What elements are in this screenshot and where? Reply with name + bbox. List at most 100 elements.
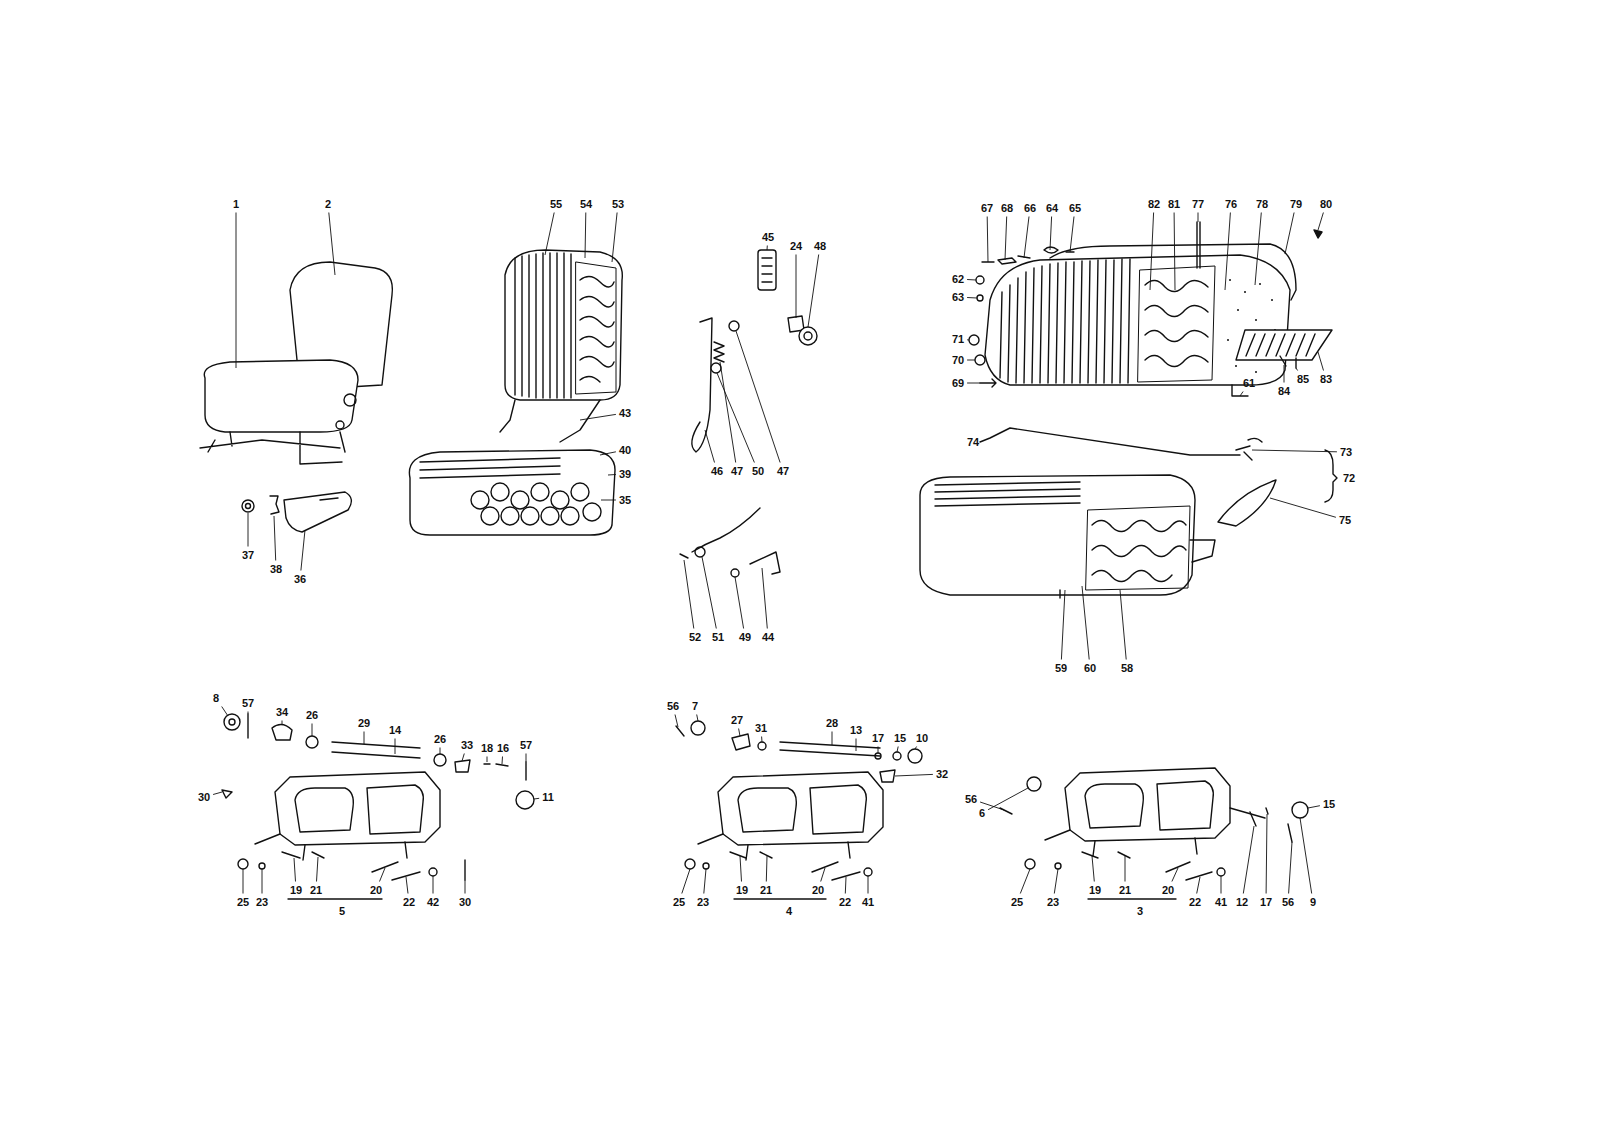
callout-number: 22 — [839, 897, 851, 908]
leader-line — [1318, 213, 1323, 231]
callout-number: 41 — [862, 897, 874, 908]
callout-number: 62 — [952, 274, 964, 285]
callout-number: 30 — [198, 792, 210, 803]
callout-number: 32 — [936, 769, 948, 780]
leader-line — [967, 279, 976, 281]
callout-number: 57 — [242, 698, 254, 709]
callout-number: 41 — [1215, 897, 1227, 908]
leader-line — [1024, 217, 1029, 259]
leader-line — [796, 255, 797, 319]
leader-line — [1296, 368, 1298, 371]
callout-number: 20 — [370, 885, 382, 896]
callout-number: 49 — [739, 632, 751, 643]
leader-line — [1266, 814, 1268, 894]
leader-line — [222, 707, 228, 717]
leader-line — [808, 255, 819, 328]
callout-number: 54 — [580, 199, 592, 210]
callout-number: 17 — [872, 733, 884, 744]
leader-line — [243, 869, 244, 894]
callout-number: 1 — [233, 199, 239, 210]
leader-line — [1092, 856, 1094, 882]
callout-number: 27 — [731, 715, 743, 726]
leader-line — [262, 869, 263, 894]
leader-line — [1150, 213, 1154, 291]
callout-number: 26 — [306, 710, 318, 721]
callout-number: 83 — [1320, 374, 1332, 385]
callout-number: 21 — [1119, 885, 1131, 896]
leader-line — [1197, 877, 1200, 894]
callout-number: 77 — [1192, 199, 1204, 210]
callout-number: 23 — [1047, 897, 1059, 908]
callout-number: 82 — [1148, 199, 1160, 210]
callout-number: 84 — [1278, 386, 1290, 397]
callout-number: 64 — [1046, 203, 1058, 214]
leader-line — [600, 452, 616, 455]
callout-number: 22 — [1189, 897, 1201, 908]
callout-number: 48 — [814, 241, 826, 252]
callout-number: 61 — [1243, 378, 1255, 389]
leader-line — [878, 747, 879, 754]
leader-line — [1061, 590, 1065, 660]
callout-number: 15 — [1323, 799, 1335, 810]
callout-number: 12 — [1236, 897, 1248, 908]
leader-line — [1125, 856, 1126, 882]
callout-number: 71 — [952, 334, 964, 345]
callout-number: 19 — [1089, 885, 1101, 896]
callout-number: 45 — [762, 232, 774, 243]
leader-line — [545, 213, 554, 256]
callout-number: 63 — [952, 292, 964, 303]
callout-number: 47 — [777, 466, 789, 477]
callout-number: 2 — [325, 199, 331, 210]
leader-line — [967, 383, 980, 384]
leader-line — [739, 729, 740, 737]
callout-number: 23 — [256, 897, 268, 908]
callout-number: 55 — [550, 199, 562, 210]
callout-number: 21 — [760, 885, 772, 896]
callout-number: 46 — [711, 466, 723, 477]
leader-line — [675, 715, 678, 728]
leader-line — [294, 858, 296, 882]
callout-number: 56 — [965, 794, 977, 805]
leader-line — [705, 430, 715, 463]
callout-number: 40 — [619, 445, 631, 456]
leader-line — [1243, 826, 1254, 894]
callout-number: 80 — [1320, 199, 1332, 210]
callout-number: 30 — [459, 897, 471, 908]
callout-number: 4 — [786, 906, 792, 917]
callout-number: 79 — [1290, 199, 1302, 210]
leader-line — [684, 560, 694, 629]
callout-number: 20 — [1162, 885, 1174, 896]
callout-number: 25 — [237, 897, 249, 908]
callout-number: 57 — [520, 740, 532, 751]
callout-number: 10 — [916, 733, 928, 744]
leader-line — [301, 530, 305, 571]
leader-line — [433, 876, 434, 894]
leader-line — [526, 754, 527, 763]
leader-line — [821, 868, 825, 882]
callout-number: 34 — [276, 707, 288, 718]
leader-line — [1308, 806, 1320, 808]
leader-line — [329, 213, 335, 276]
callout-number: 7 — [692, 701, 698, 712]
leader-line — [762, 568, 767, 629]
callout-number: 26 — [434, 734, 446, 745]
leader-line — [585, 213, 587, 259]
leader-line — [704, 869, 706, 894]
leader-line — [395, 739, 396, 755]
leader-line — [236, 213, 237, 369]
callout-number: 69 — [952, 378, 964, 389]
leader-line — [967, 297, 977, 299]
callout-number: 47 — [731, 466, 743, 477]
leader-line — [364, 732, 365, 745]
callout-number: 58 — [1121, 663, 1133, 674]
leader-line — [1289, 842, 1292, 894]
callout-number: 33 — [461, 740, 473, 751]
callout-number: 39 — [619, 469, 631, 480]
leader-line — [682, 869, 690, 894]
leader-line — [736, 331, 780, 463]
callout-number: 15 — [894, 733, 906, 744]
leader-line — [868, 876, 869, 894]
callout-number: 20 — [812, 885, 824, 896]
